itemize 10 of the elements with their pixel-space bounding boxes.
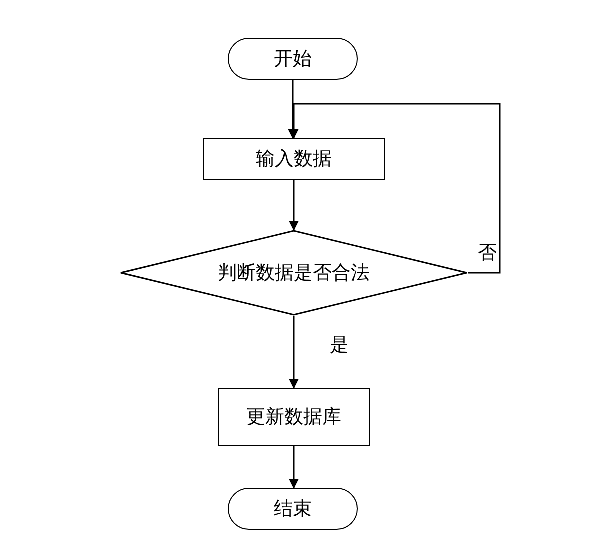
- edge-label: 否: [478, 242, 497, 264]
- arrow: [289, 316, 299, 389]
- edge-label: 是: [330, 334, 349, 356]
- process-box: 输入数据: [203, 138, 385, 180]
- arrow: [289, 180, 299, 231]
- decision-diamond: 判断数据是否合法: [120, 230, 468, 316]
- end-terminal: 结束: [228, 488, 358, 530]
- process-box: 更新数据库: [218, 388, 370, 446]
- start-terminal: 开始: [228, 38, 358, 80]
- arrow: [289, 446, 299, 489]
